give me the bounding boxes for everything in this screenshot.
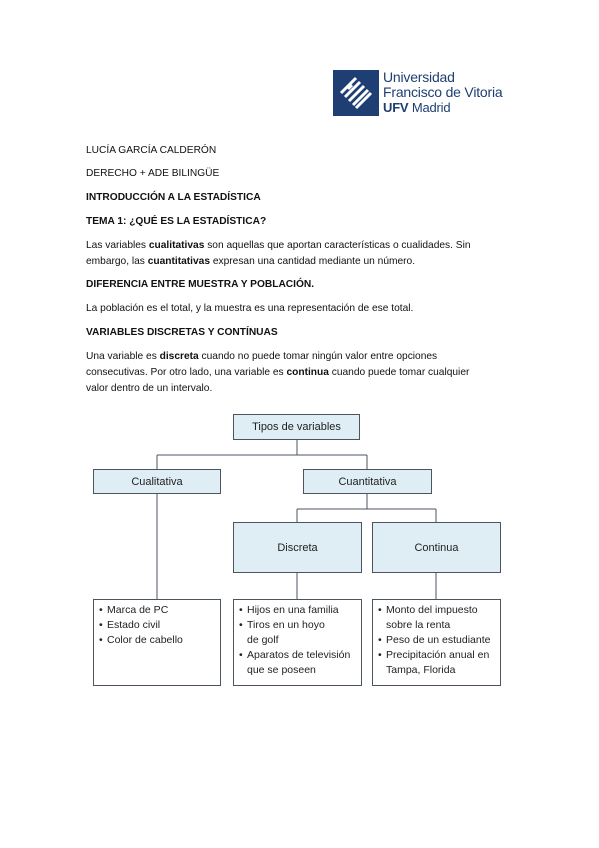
list-item: Monto del impuesto sobre la renta xyxy=(378,603,498,633)
heading-discretas-continuas: VARIABLES DISCRETAS Y CONTÍNUAS xyxy=(86,327,278,338)
logo-wordmark: Universidad Francisco de Vitoria UFV Mad… xyxy=(383,69,503,116)
logo-ufv: UFV xyxy=(383,100,409,115)
logo-line-2: Francisco de Vitoria xyxy=(383,84,503,100)
list-item: Aparatos de televisión que se poseen xyxy=(239,648,359,678)
course-title: INTRODUCCIÓN A LA ESTADÍSTICA xyxy=(86,192,261,203)
node-discreta: Discreta xyxy=(233,522,362,573)
logo-line-1: Universidad xyxy=(383,69,455,85)
node-cualitativa: Cualitativa xyxy=(93,469,221,494)
author-name: LUCÍA GARCÍA CALDERÓN xyxy=(86,145,217,156)
logo-line-3: UFV Madrid xyxy=(383,100,502,115)
node-tipos-de-variables: Tipos de variables xyxy=(233,414,360,440)
paragraph-3-line-2: consecutivas. Por otro lado, una variabl… xyxy=(86,367,470,378)
node-continua: Continua xyxy=(372,522,501,573)
list-item: Tiros en un hoyo de golf xyxy=(239,618,339,648)
list-item: Marca de PC xyxy=(99,603,216,618)
topic-title: TEMA 1: ¿QUÉ ES LA ESTADÍSTICA? xyxy=(86,216,267,227)
examples-continua: Monto del impuesto sobre la renta Peso d… xyxy=(372,599,501,686)
examples-discreta: Hijos en una familia Tiros en un hoyo de… xyxy=(233,599,362,686)
paragraph-1-line-2: embargo, las cuantitativas expresan una … xyxy=(86,256,416,267)
list-item: Color de cabello xyxy=(99,633,216,648)
paragraph-2: La población es el total, y la muestra e… xyxy=(86,303,414,314)
list-item: Hijos en una familia xyxy=(239,603,357,618)
list-item: Estado civil xyxy=(99,618,216,633)
ufv-emblem-icon xyxy=(333,70,379,116)
university-logo: Universidad Francisco de Vitoria UFV Mad… xyxy=(333,70,513,118)
paragraph-3-line-1: Una variable es discreta cuando no puede… xyxy=(86,351,438,362)
list-item: Precipitación anual en Tampa, Florida xyxy=(378,648,492,678)
paragraph-3-line-3: valor dentro de un intervalo. xyxy=(86,383,213,394)
node-cuantitativa: Cuantitativa xyxy=(303,469,432,494)
examples-cualitativa: Marca de PC Estado civil Color de cabell… xyxy=(93,599,221,686)
logo-madrid: Madrid xyxy=(408,100,451,115)
degree-name: DERECHO + ADE BILINGÜE xyxy=(86,168,220,179)
list-item: Peso de un estudiante xyxy=(378,633,496,648)
heading-muestra-poblacion: DIFERENCIA ENTRE MUESTRA Y POBLACIÓN. xyxy=(86,279,315,290)
paragraph-1-line-1: Las variables cualitativas son aquellas … xyxy=(86,240,471,251)
